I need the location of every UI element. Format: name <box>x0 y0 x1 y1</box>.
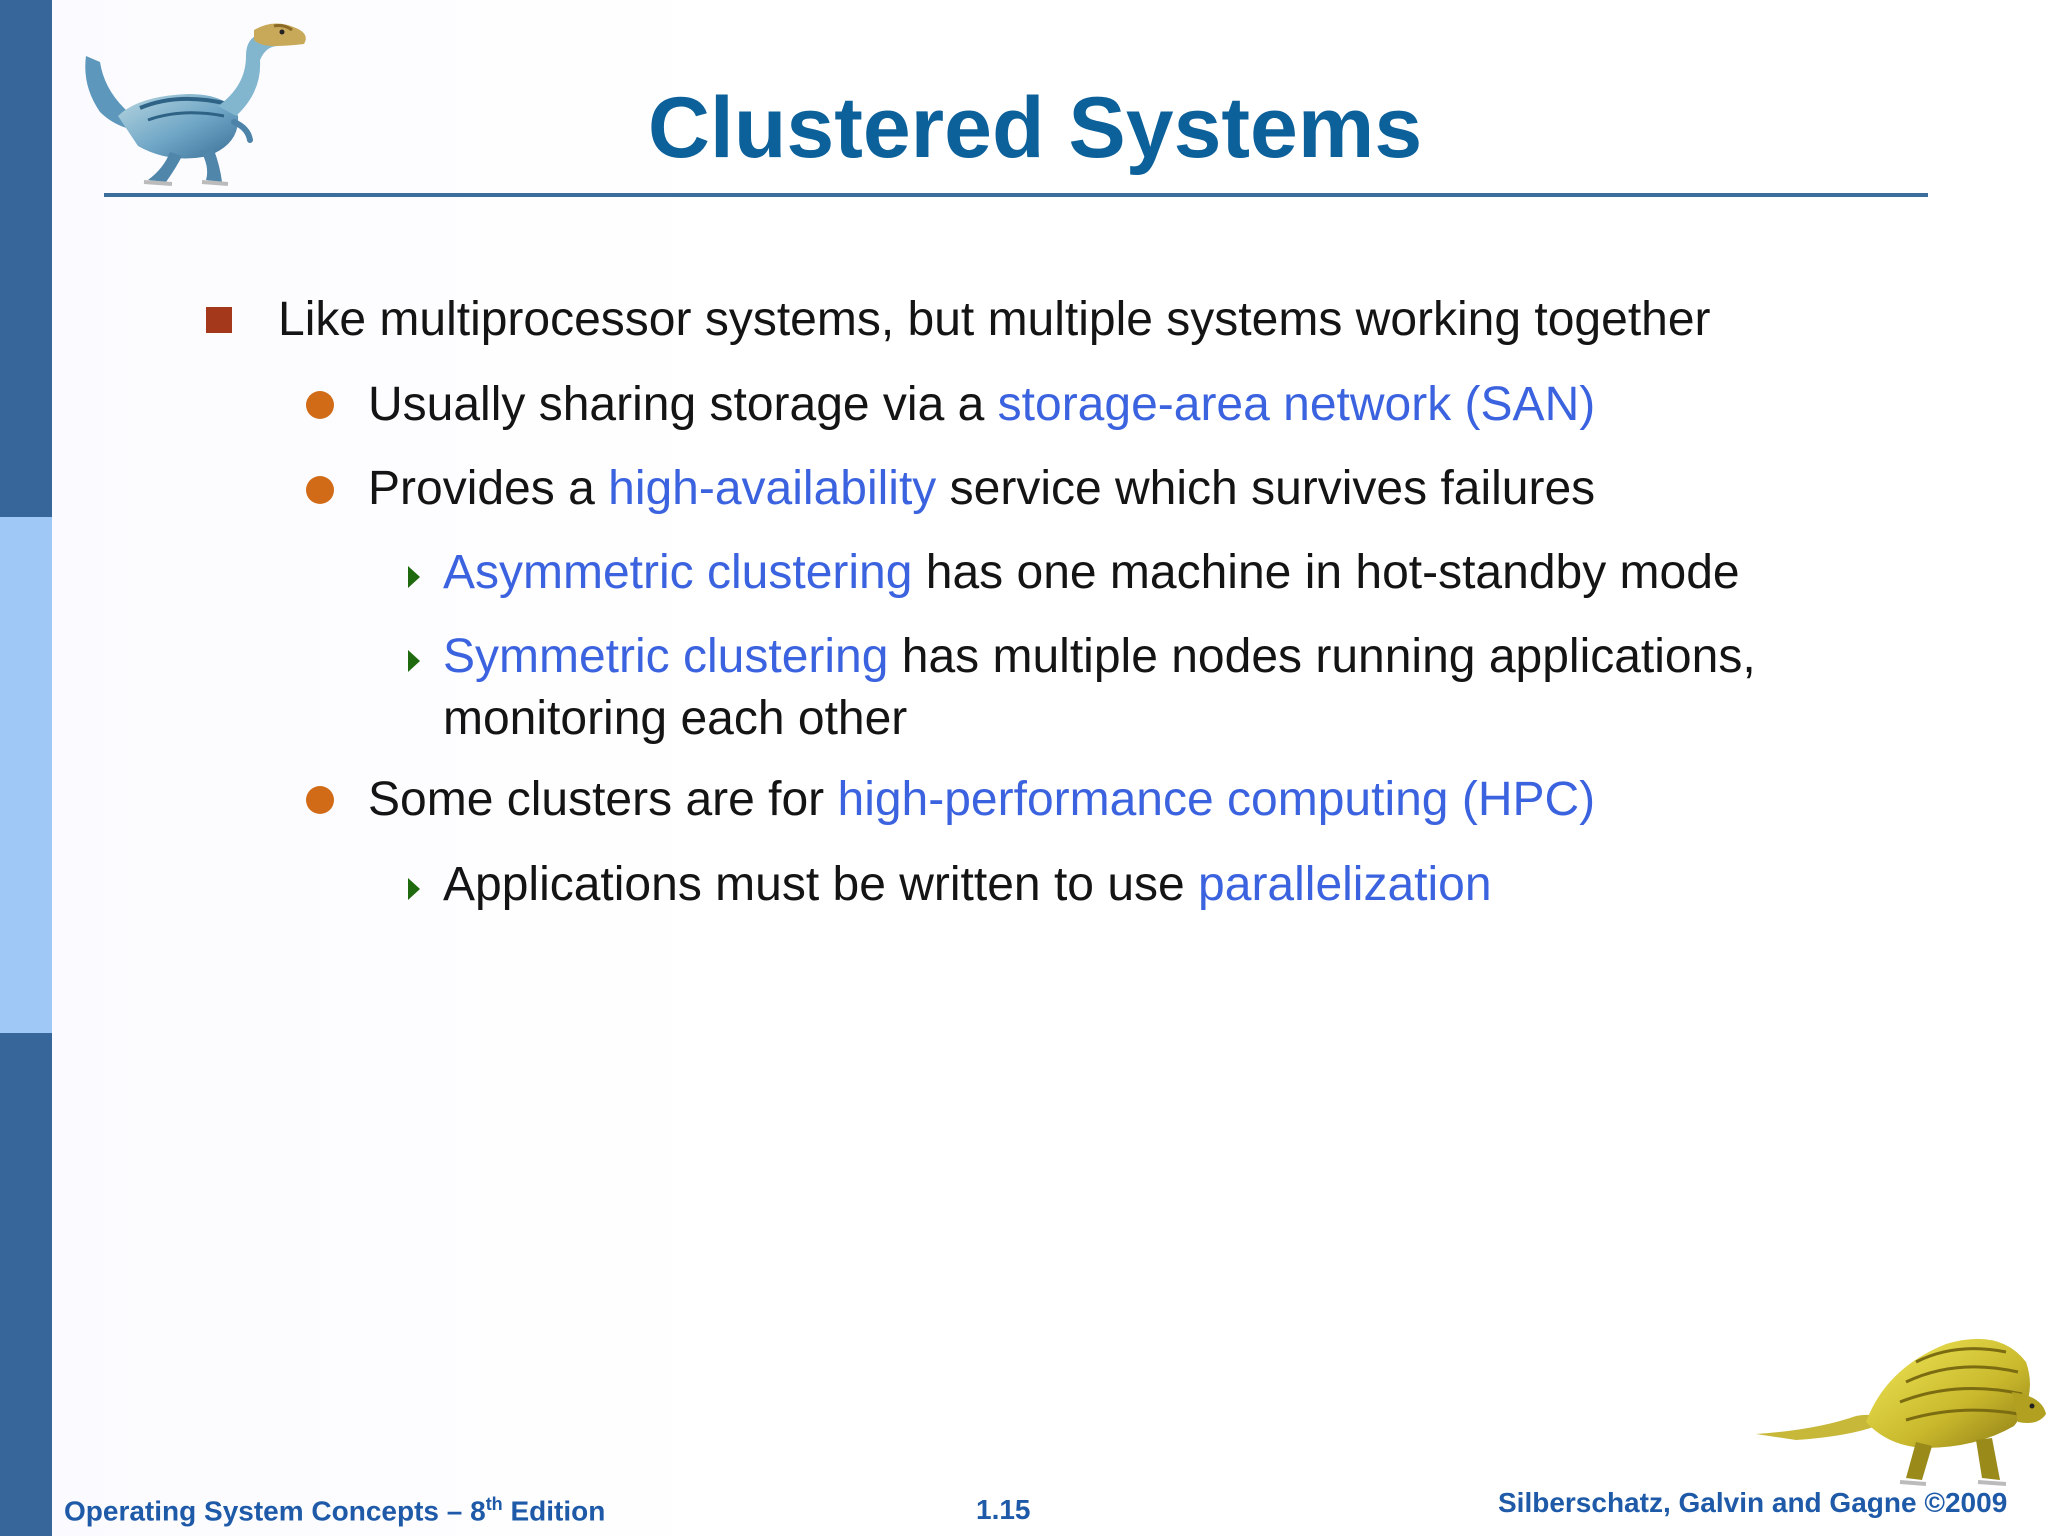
highlighted-term: high-performance computing (HPC) <box>837 773 1596 826</box>
footer-copyright: Silberschatz, Galvin and Gagne ©2009 <box>1498 1487 2008 1518</box>
highlighted-term: storage-area network (SAN) <box>997 378 1596 431</box>
bullet-text: Some clusters are for <box>368 773 838 826</box>
slide-background <box>52 0 2048 1536</box>
footer-book-prefix: Operating System Concepts – 8 <box>64 1495 486 1527</box>
bullet-text: Applications must be written to use <box>443 858 1199 911</box>
left-bar-dark-top <box>0 0 52 517</box>
left-accent-bar <box>0 0 52 1536</box>
circle-bullet-icon <box>306 391 334 419</box>
footer-book-superscript: th <box>485 1494 503 1514</box>
list-item: Usually sharing storage via a storage-ar… <box>368 374 1595 436</box>
highlighted-term: parallelization <box>1198 858 1492 911</box>
bullet-text: has one machine in hot-standby mode <box>912 546 1740 599</box>
square-bullet-icon <box>206 307 232 333</box>
list-item: Applications must be written to use para… <box>443 854 1492 916</box>
left-bar-light-mid <box>0 517 52 1033</box>
highlighted-term: high-availability <box>608 462 937 515</box>
bullet-text: Provides a <box>368 462 609 515</box>
bullet-text: has multiple nodes running applications, <box>888 630 1756 683</box>
dinosaur-icon <box>85 23 306 186</box>
footer-book-suffix: Edition <box>502 1495 606 1527</box>
left-bar-dark-bottom <box>0 1033 52 1536</box>
bullet-text: monitoring each other <box>443 692 908 745</box>
bullet-text: service which survives failures <box>936 462 1596 515</box>
list-item-continuation: monitoring each other <box>443 688 907 750</box>
list-item: Some clusters are for high-performance c… <box>368 769 1595 831</box>
footer-book-title: Operating System Concepts – 8th Edition <box>64 1494 605 1527</box>
title-divider <box>104 193 1928 197</box>
highlighted-term: Asymmetric clustering <box>443 546 913 599</box>
list-item: Like multiprocessor systems, but multipl… <box>278 289 1711 351</box>
highlighted-term: Symmetric clustering <box>443 630 889 683</box>
slide-title: Clustered Systems <box>647 80 1423 176</box>
arrow-bullet-icon <box>408 566 420 588</box>
arrow-bullet-icon <box>408 650 420 672</box>
dinosaur-icon <box>1756 1338 2046 1486</box>
bullet-text: Like multiprocessor systems, but multipl… <box>278 293 1711 346</box>
list-item: Asymmetric clustering has one machine in… <box>443 542 1740 604</box>
circle-bullet-icon <box>306 786 334 814</box>
list-item: Provides a high-availability service whi… <box>368 458 1595 520</box>
list-item: Symmetric clustering has multiple nodes … <box>443 626 1756 688</box>
arrow-bullet-icon <box>408 878 420 900</box>
bullet-text: Usually sharing storage via a <box>368 378 998 431</box>
footer-page-number: 1.15 <box>976 1494 1031 1525</box>
circle-bullet-icon <box>306 476 334 504</box>
